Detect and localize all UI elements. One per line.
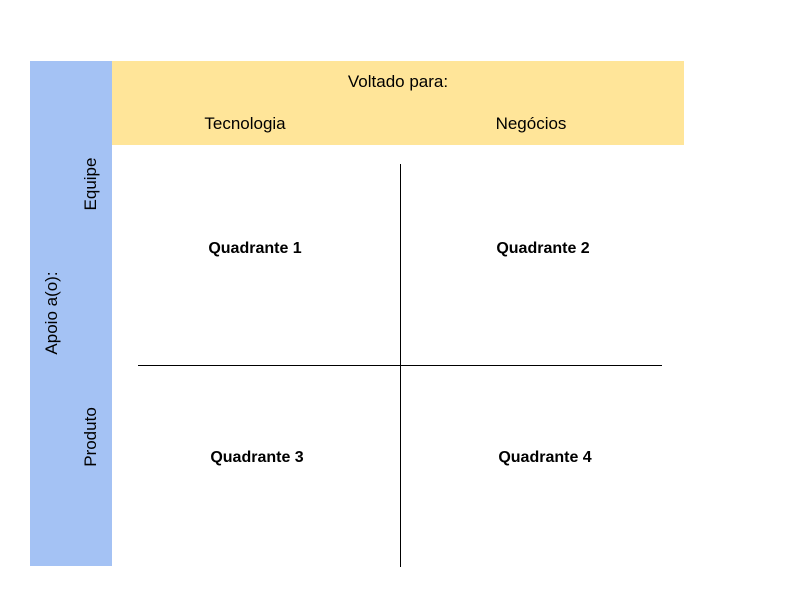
side-band [30,61,112,566]
horizontal-axis-line [138,365,662,366]
top-title: Voltado para: [347,72,449,91]
row-label-team: Equipe [81,157,100,211]
column-label-business: Negócios [495,114,567,133]
row-label-product: Produto [81,407,100,467]
column-label-technology: Tecnologia [204,114,286,133]
side-title: Apoio a(o): [42,271,61,355]
top-band: Voltado para: Tecnologia Negócios [112,61,684,145]
quadrant-4-label: Quadrante 4 [498,449,592,466]
quadrant-2-label: Quadrante 2 [496,240,590,257]
quadrant-1-label: Quadrante 1 [208,240,302,257]
quadrant-3-label: Quadrante 3 [210,449,304,466]
